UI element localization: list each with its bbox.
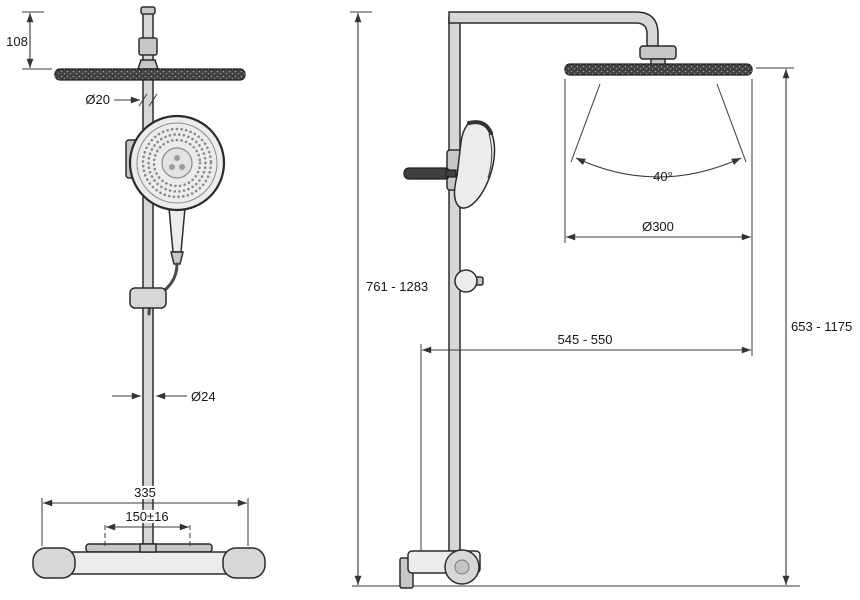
- mixer-center-cap: [139, 543, 157, 553]
- dim-overall-height: 761 - 1283: [350, 11, 428, 585]
- label-backplate: [126, 486, 166, 499]
- front-head-hub: [136, 59, 160, 70]
- nozzle-ring-mid: [147, 133, 207, 193]
- side-handshower: [403, 120, 496, 209]
- dim-label-head-height: 653 - 1175: [791, 319, 852, 334]
- dim-150: 150±16: [104, 509, 191, 546]
- slide-bracket: [129, 287, 167, 309]
- dim-label-d300: Ø300: [642, 219, 674, 234]
- lever-stem: [445, 169, 457, 178]
- dim-d300: Ø300: [564, 79, 753, 356]
- side-slider-knob: [454, 269, 484, 293]
- dim-108: 108: [6, 11, 52, 70]
- mixer-valve-center: [454, 559, 470, 575]
- dim-label-d24: Ø24: [191, 389, 216, 404]
- side-spray-nozzle-texture: [565, 64, 752, 75]
- mixer-body: [57, 551, 241, 575]
- mixer-knob-left: [32, 547, 76, 579]
- mixer-knob-right: [222, 547, 266, 579]
- tick-mark: [148, 93, 158, 107]
- label-backplate: [552, 333, 618, 346]
- front-pole-collar: [138, 37, 158, 56]
- spray-cone-left-line: [570, 83, 601, 163]
- front-mixer: [32, 543, 266, 579]
- front-pole-cap: [140, 6, 156, 15]
- slider-knob: [454, 269, 478, 293]
- front-spray-nozzle-texture: [55, 69, 245, 80]
- side-mixer: [399, 549, 481, 589]
- hose-nut: [170, 251, 184, 265]
- dim-reach: 545 - 550: [420, 332, 751, 551]
- tick-mark: [138, 93, 148, 107]
- dim-label-reach: 545 - 550: [558, 332, 613, 347]
- side-view: 40° Ø300 761 - 1283 653 - 1175 545: [350, 11, 855, 589]
- label-backplate: [789, 320, 855, 334]
- nozzle-ring-inner: [152, 138, 202, 188]
- front-view: 108 Ø20: [6, 6, 266, 579]
- dim-label-335: 335: [134, 485, 156, 500]
- dim-label-108: 108: [6, 34, 28, 49]
- center-nozzle-dot: [174, 155, 180, 161]
- diverter-lever: [403, 167, 451, 180]
- side-riser-elbow-pipe: [448, 11, 659, 47]
- spray-cone: 40°: [570, 83, 747, 184]
- dim-335: 335: [41, 485, 249, 546]
- label-backplate: [119, 510, 177, 523]
- dim-head-height: 653 - 1175: [756, 67, 855, 585]
- center-nozzle-dot: [179, 164, 185, 170]
- dim-pole-d24: Ø24: [112, 389, 216, 404]
- front-riser-pole: [142, 11, 154, 547]
- dim-label-angle: 40°: [653, 169, 673, 184]
- dim-label-overall-height: 761 - 1283: [366, 279, 428, 294]
- angle-arc: [575, 157, 742, 178]
- handshower-center-plate: [161, 147, 193, 179]
- handshower-face-edge: [487, 133, 493, 179]
- handshower-handle: [168, 207, 186, 253]
- handshower-cap: [467, 120, 493, 135]
- nozzle-ring-outer: [141, 127, 213, 199]
- center-nozzle-dot: [169, 164, 175, 170]
- dim-pole-d20: Ø20: [85, 92, 158, 107]
- front-handshower: [125, 114, 226, 316]
- spray-cone-right-line: [716, 83, 747, 163]
- dim-label-d20: Ø20: [85, 92, 110, 107]
- head-union-nut: [639, 45, 677, 60]
- dim-label-150: 150±16: [125, 509, 168, 524]
